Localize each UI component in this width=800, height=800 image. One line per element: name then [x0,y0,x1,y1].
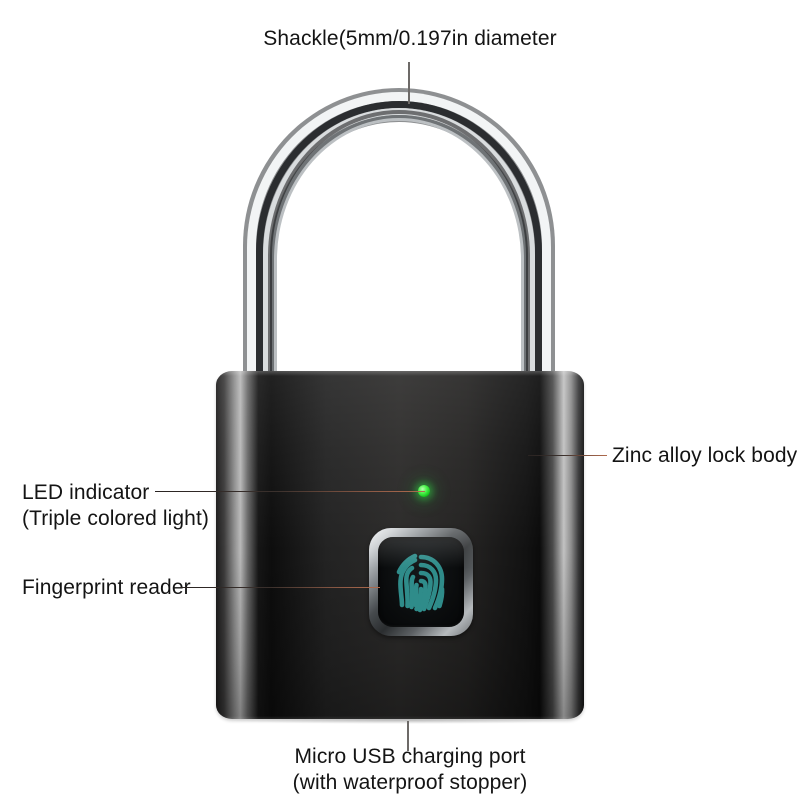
leader-line-shackle [408,62,410,104]
callout-micro-usb-sublabel: (with waterproof stopper) [292,771,528,794]
callout-micro-usb-label: Micro USB charging port [294,745,526,768]
shackle-arc-inner-shadow [268,110,530,380]
fingerprint-icon [396,553,445,613]
callout-zinc-alloy-label: Zinc alloy lock body [612,444,798,467]
leader-line-micro-usb [407,721,409,751]
shackle-arc-shadow [256,101,542,380]
callout-fingerprint-reader-label: Fingerprint reader [22,576,191,599]
fingerprint-reader-module[interactable] [369,528,473,636]
callout-led-indicator-sublabel: (Triple colored light) [22,507,209,530]
shackle-arc-highlight-1 [247,92,551,380]
leader-line-zinc-alloy [528,455,607,457]
callout-led-indicator-label: LED indicator [22,481,150,504]
shackle-arc-inner-edge [274,118,524,380]
contact-shadow [226,716,574,724]
lock-body-top-rim [216,371,584,376]
shackle [243,88,555,478]
callout-shackle-label: Shackle(5mm/0.197in diameter [263,27,557,50]
fingerprint-sensor-window[interactable] [378,537,464,627]
leader-line-led-indicator [155,491,425,493]
leader-line-fingerprint-reader [180,587,380,589]
